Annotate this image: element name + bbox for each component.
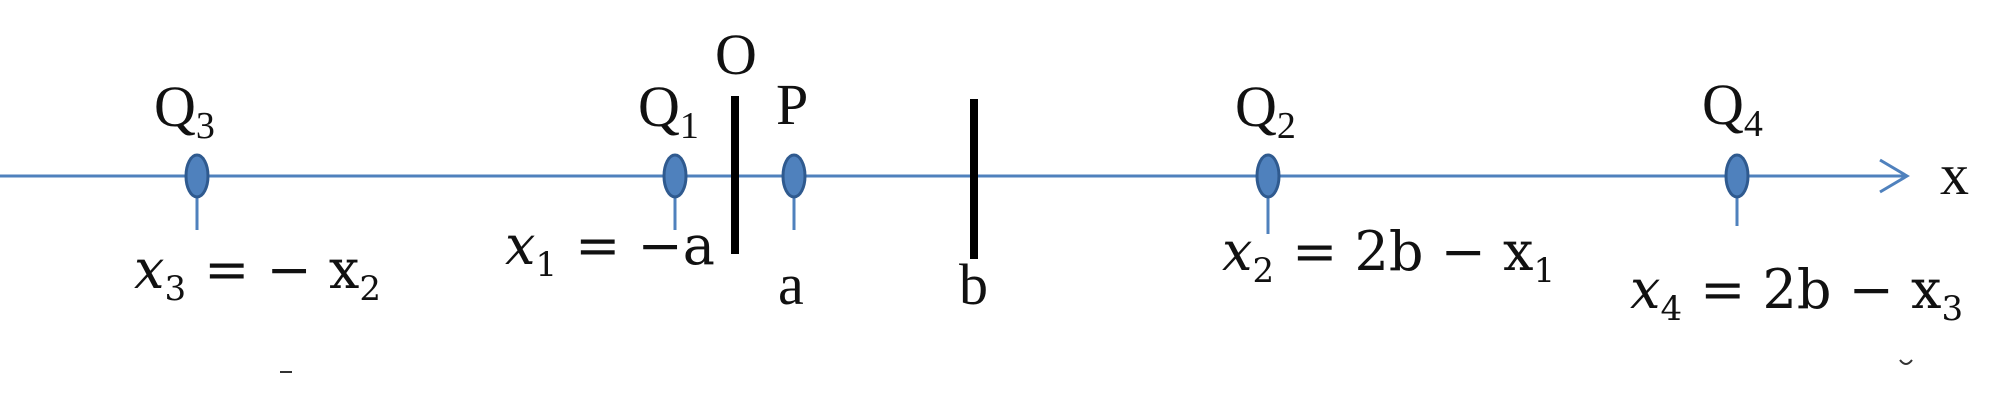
a-label: a	[778, 252, 804, 317]
x-axis-label: x	[1940, 142, 1969, 207]
stray-mark-right	[1899, 359, 1913, 365]
q3-dot	[184, 153, 210, 199]
q2-label: Q2	[1235, 74, 1296, 147]
wall-at-origin	[731, 96, 739, 254]
q2-dot	[1255, 153, 1281, 199]
q1-dot	[662, 153, 688, 199]
q3-label: Q3	[154, 74, 215, 147]
q4-dot	[1724, 153, 1750, 199]
p-dot	[781, 153, 807, 199]
q3-position-equation: x3= − x2	[134, 238, 381, 309]
q4-position-equation: x4= 2b − x3	[1630, 258, 1963, 329]
q1-position-equation: x1= −a	[505, 214, 715, 285]
p-label: P	[776, 72, 808, 137]
b-label: b	[959, 252, 988, 317]
q1-label: Q1	[638, 74, 699, 147]
q4-label: Q4	[1702, 72, 1763, 145]
x-axis-arrowhead	[1879, 158, 1910, 194]
wall-at-b	[970, 99, 978, 259]
q2-position-equation: x2= 2b − x1	[1222, 220, 1555, 291]
origin-label: O	[715, 22, 757, 87]
